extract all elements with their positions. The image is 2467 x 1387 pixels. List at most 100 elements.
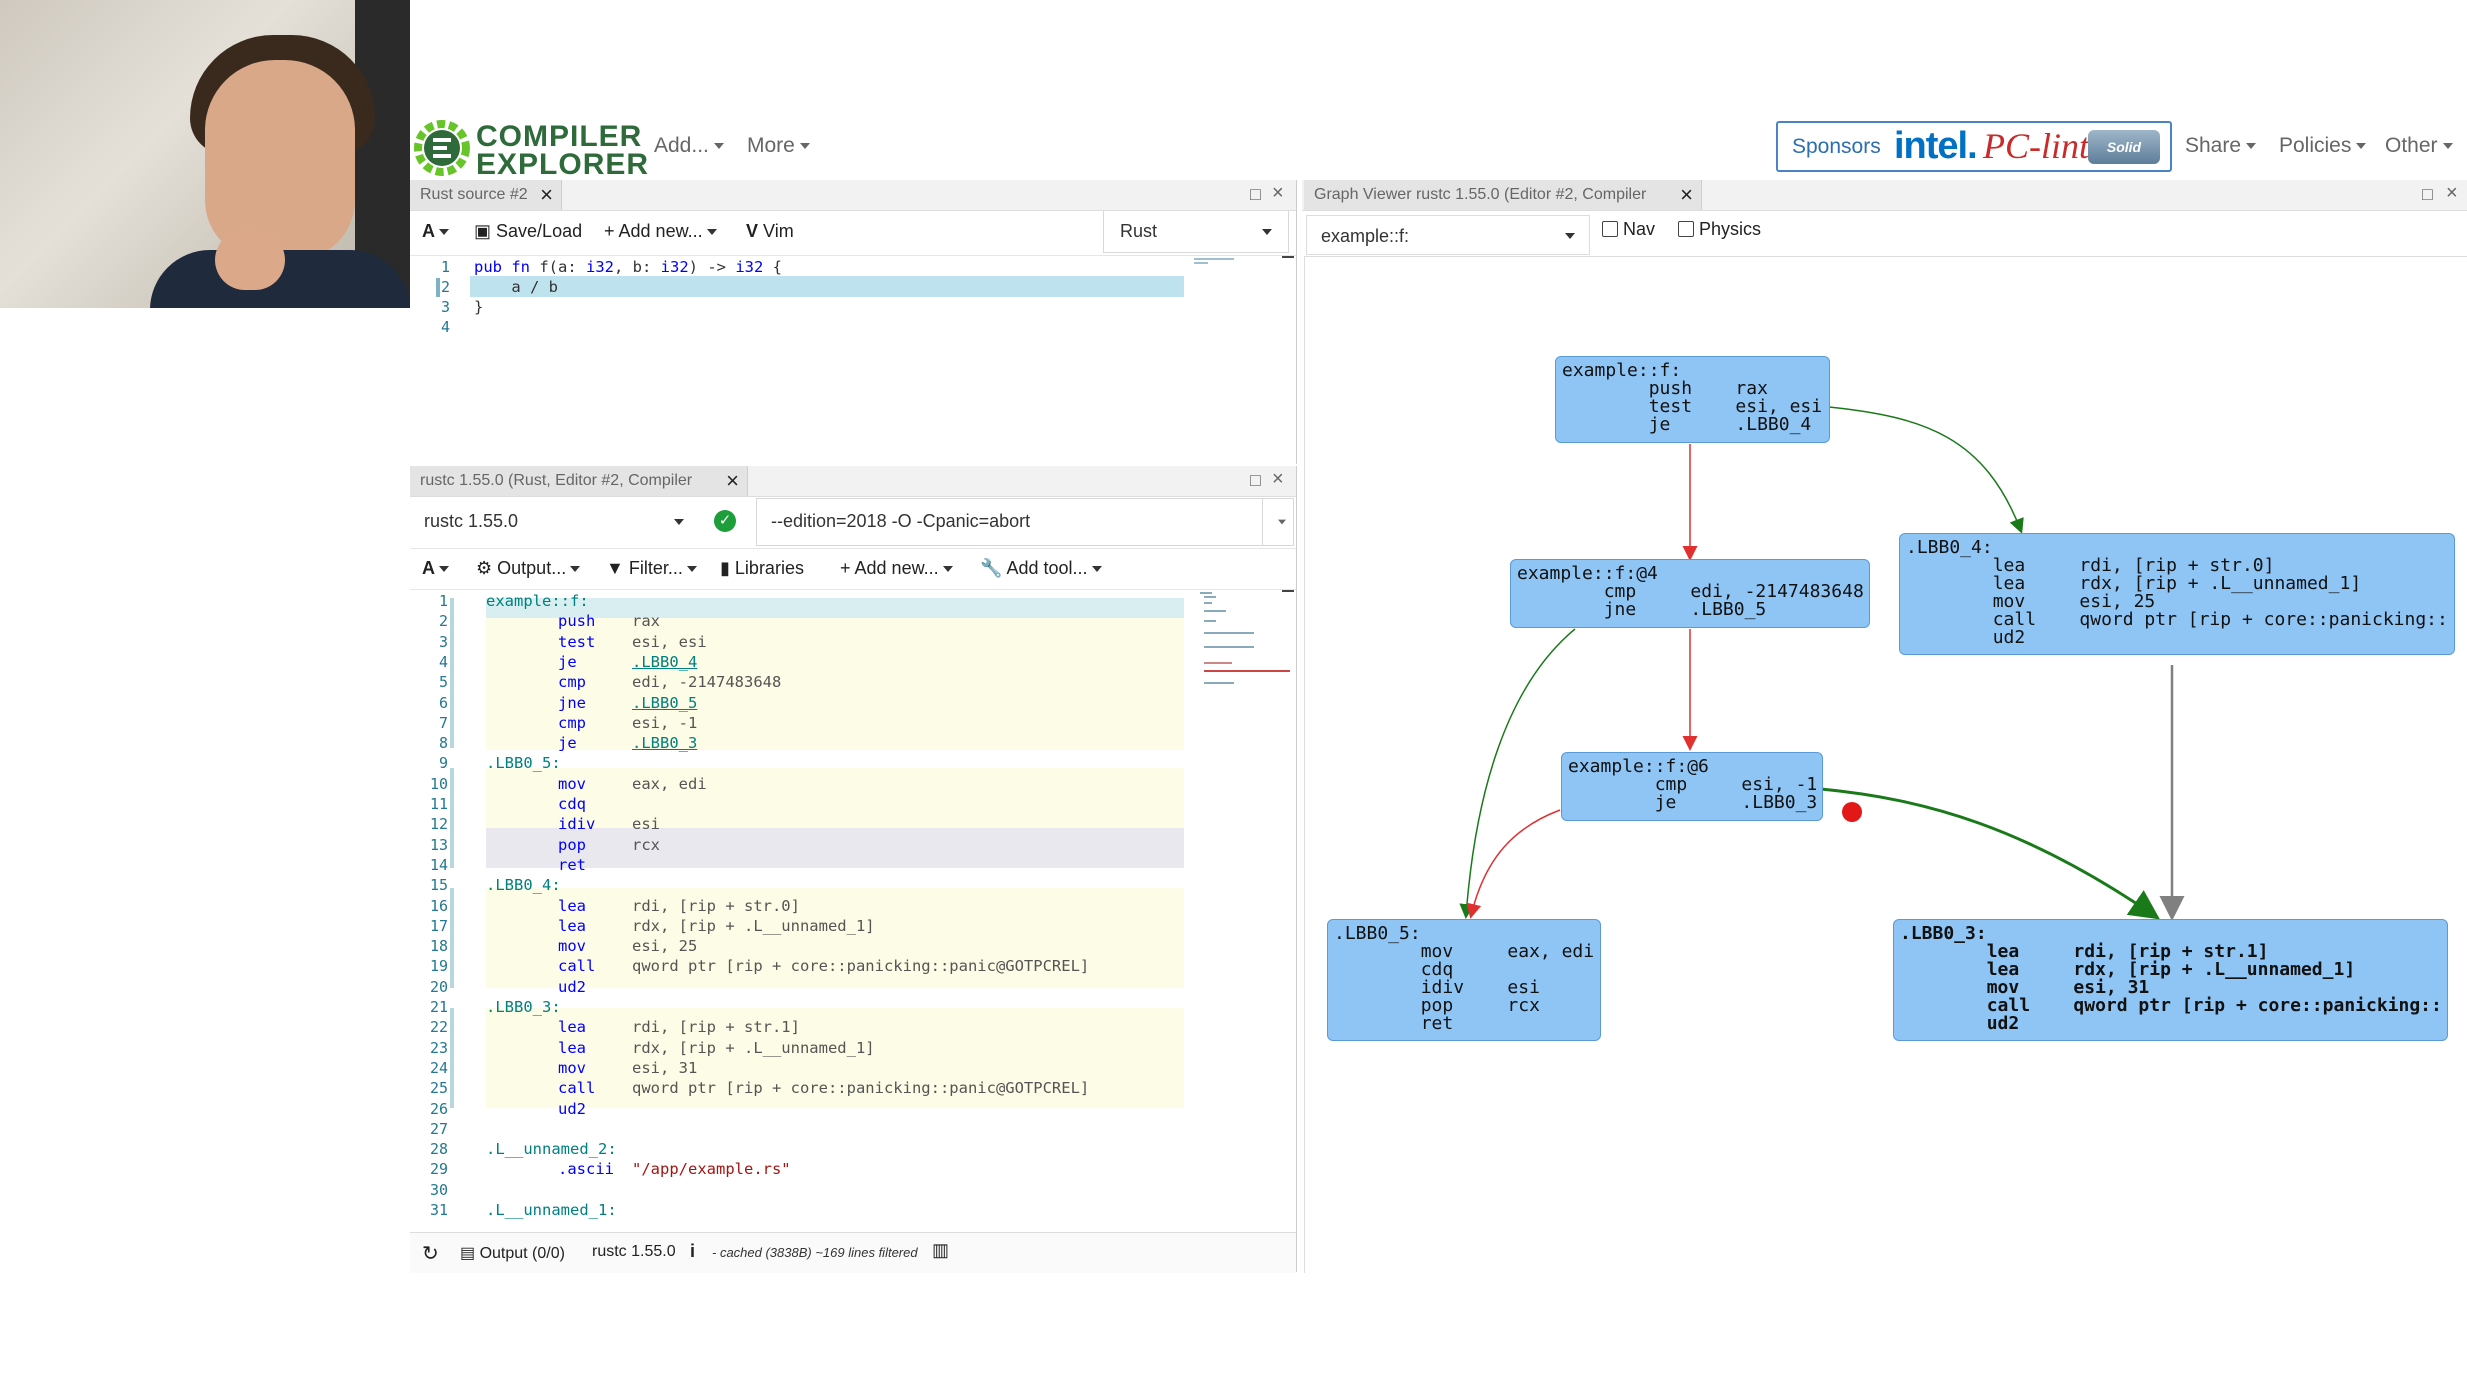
output-button[interactable]: ⚙ Output... [476,558,581,579]
tab-compiler[interactable]: rustc 1.55.0 (Rust, Editor #2, Compiler … [410,466,748,519]
asm-operands: rcx [632,835,660,854]
graph-node-lbb04[interactable]: .LBB0_4: lea rdi, [rip + str.0] lea rdx,… [1899,533,2455,655]
add-tool-button[interactable]: 🔧 Add tool... [980,558,1102,579]
info-icon[interactable]: i [690,1241,696,1261]
asm-opcode: je [558,652,577,671]
asm-line-number: 9 [438,754,448,773]
graph-node-lbb05[interactable]: .LBB0_5: mov eax, edi cdq idiv esi pop r… [1327,919,1601,1041]
refresh-icon[interactable]: ↻ [422,1243,439,1265]
save-load-button[interactable]: ▣ Save/Load [474,221,583,241]
graph-canvas[interactable]: example::f: push rax test esi, esi je .L… [1304,256,2467,1273]
asm-operands[interactable]: .LBB0_3 [632,734,698,753]
add-new-button[interactable]: + Add new... [840,558,953,579]
source-tabbar: Rust source #2 × □ × [410,180,1296,211]
asm-operands: "/app/example.rs" [632,1160,791,1179]
chevron-down-icon [799,143,810,150]
graph-toolbar: example::f: Nav Physics [1302,211,2467,255]
other-menu[interactable]: Other [2385,134,2453,158]
add-new-button[interactable]: + Add new... [604,221,717,242]
asm-opcode: ud2 [558,977,586,996]
webcam-overlay [0,0,410,308]
edge-at6-lbb05 [1466,809,1561,919]
font-size-button[interactable]: A [422,221,449,242]
physics-checkbox[interactable]: Physics [1678,219,1761,240]
code-line-1: pub fn f(a: i32, b: i32) -> i32 { [474,258,783,276]
asm-line-number: 13 [429,835,448,854]
filter-icon: ▼ [606,558,624,578]
solid-sands-logo[interactable]: Solid Sands [2088,130,2160,189]
asm-line-number: 7 [438,713,448,732]
output-status-button[interactable]: ▤ Output (0/0) [460,1245,565,1262]
compiler-explorer-logo-icon [414,120,470,176]
asm-line-number: 2 [438,612,448,631]
add-menu[interactable]: Add... [654,134,724,158]
asm-line-number: 6 [438,693,448,712]
flags-dropdown-button[interactable] [1262,498,1294,546]
maximize-icon[interactable]: □ [1250,470,1261,490]
more-menu[interactable]: More [747,134,810,158]
close-panel-icon[interactable]: × [1272,182,1284,204]
nav-checkbox[interactable]: Nav [1602,219,1655,240]
graph-node-entry[interactable]: example::f: push rax test esi, esi je .L… [1555,356,1830,443]
filter-button[interactable]: ▼ Filter... [606,558,697,579]
close-panel-icon[interactable]: × [1272,468,1284,490]
asm-opcode: cmp [558,673,586,692]
output-icon: ▤ [460,1245,476,1262]
share-menu[interactable]: Share [2185,134,2257,158]
chart-icon[interactable]: ▥ [932,1240,950,1260]
vim-toggle-button[interactable]: V Vim [746,221,794,241]
asm-opcode: call [558,957,596,976]
source-editor-panel: Rust source #2 × □ × A ▣ Save/Load + Add… [410,180,1297,464]
font-size-button[interactable]: A [422,558,449,579]
chevron-down-icon [713,143,724,150]
source-code-area[interactable]: 1 2 3 4 pub fn f(a: i32, b: i32) -> i32 … [410,256,1296,464]
language-select[interactable]: Rust [1103,211,1289,253]
gear-icon: ⚙ [476,558,493,578]
compiler-select[interactable]: rustc 1.55.0 [412,500,698,544]
compiler-toolbar: A ⚙ Output... ▼ Filter... ▮ Libraries + … [410,548,1296,590]
asm-opcode: lea [558,916,586,935]
function-select[interactable]: example::f: [1306,215,1590,255]
asm-operands: qword ptr [rip + core::panicking::panic@… [632,1079,1090,1098]
tab-rust-source[interactable]: Rust source #2 × [410,180,562,210]
close-icon[interactable]: × [540,182,553,207]
graph-node-at6[interactable]: example::f:@6 cmp esi, -1 je .LBB0_3 [1561,752,1823,821]
asm-label: .LBB0_4: [486,876,561,895]
asm-line-number: 5 [438,673,448,692]
libraries-button[interactable]: ▮ Libraries [720,558,804,578]
asm-opcode: ud2 [558,1099,586,1118]
compiler-status-bar: ↻ ▤ Output (0/0) rustc 1.55.0 i - cached… [410,1232,1296,1273]
maximize-icon[interactable]: □ [1250,184,1261,204]
asm-operands[interactable]: .LBB0_4 [632,652,698,671]
minimap[interactable] [1186,590,1290,700]
asm-line-number: 19 [429,957,448,976]
graph-node-at4[interactable]: example::f:@4 cmp edi, -2147483648 jne .… [1510,559,1870,628]
graph-node-lbb03[interactable]: .LBB0_3: lea rdi, [rip + str.1] lea rdx,… [1893,919,2448,1041]
close-panel-icon[interactable]: × [2446,182,2458,204]
asm-line-number: 3 [438,632,448,651]
compiler-version-label: rustc 1.55.0 [592,1243,676,1260]
minimap[interactable] [1186,256,1286,464]
top-navbar: COMPILER EXPLORER Add... More Sponsors i… [410,112,2467,189]
chevron-down-icon [674,519,684,525]
compiler-flags-input[interactable]: --edition=2018 -O -Cpanic=abort [756,498,1276,546]
asm-line-number: 17 [429,916,448,935]
edge-at4-lbb05 [1459,628,1576,919]
asm-line-number: 16 [429,896,448,915]
line-number: 1 [440,258,450,276]
asm-line-number: 20 [429,977,448,996]
cache-status-text: - cached (3838B) ~169 lines filtered [712,1245,918,1260]
policies-menu[interactable]: Policies [2279,134,2367,158]
compiler-panel: rustc 1.55.0 (Rust, Editor #2, Compiler … [410,466,1297,1273]
tab-graph-viewer[interactable]: Graph Viewer rustc 1.55.0 (Editor #2, Co… [1304,180,1702,233]
asm-opcode: mov [558,937,586,956]
asm-operands[interactable]: .LBB0_5 [632,693,698,712]
intel-logo[interactable]: intel. [1894,125,1978,167]
sponsors-banner[interactable]: Sponsors intel. PC-lint Solid Sands [1776,121,2172,189]
pclint-logo[interactable]: PC-lint [1983,126,2089,166]
close-icon[interactable]: × [1680,182,1693,207]
asm-line-number: 4 [438,652,448,671]
maximize-icon[interactable]: □ [2422,184,2433,204]
close-icon[interactable]: × [726,468,739,493]
